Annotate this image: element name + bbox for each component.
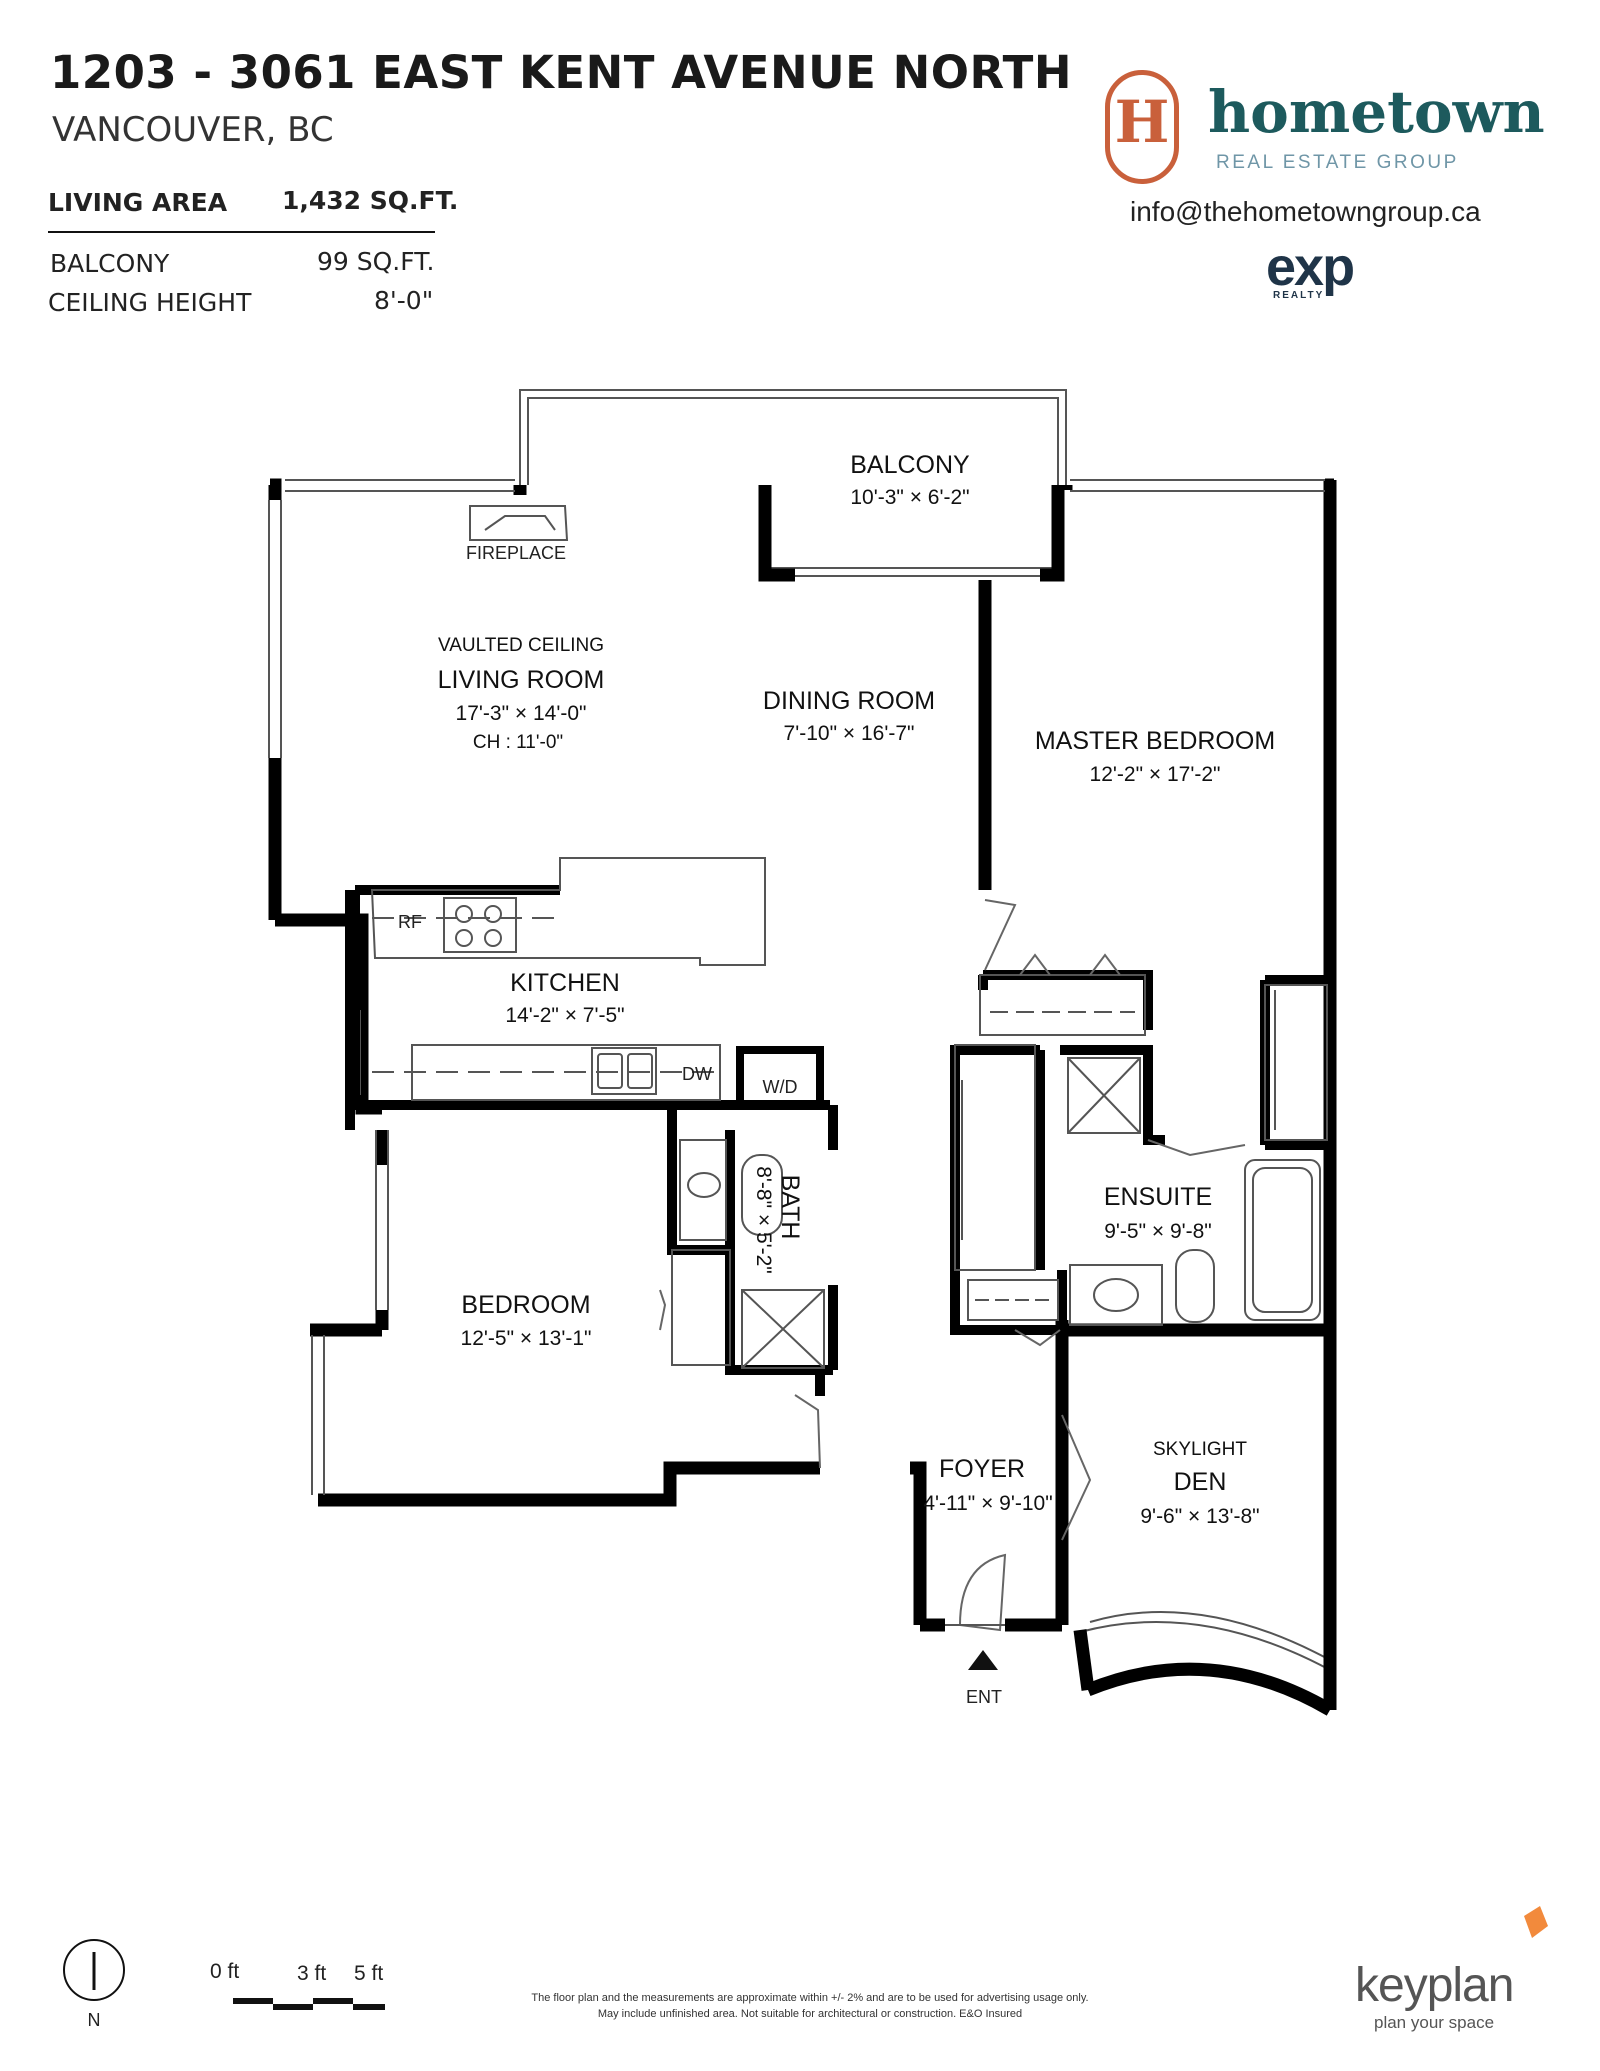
hometown-logo-frame: [1105, 70, 1179, 184]
bath-fixtures: [679, 1139, 825, 1369]
ceiling-height-label: CEILING HEIGHT: [48, 288, 252, 317]
dishwasher-label: DW: [682, 1064, 712, 1084]
foyer-label: FOYER: [939, 1455, 1025, 1483]
bedroom-label: BEDROOM: [461, 1291, 590, 1319]
compass-north-label: N: [88, 2010, 101, 2030]
kitchen-dims: 14'-2" × 7'-5": [505, 1004, 624, 1027]
washer-dryer-label: W/D: [763, 1077, 798, 1097]
compass-icon: [63, 1939, 125, 2001]
master-bedroom-dims: 12'-2" × 17'-2": [1090, 763, 1221, 786]
keyplan-fox-icon: [1524, 1906, 1548, 1938]
fireplace-symbol: [469, 505, 569, 541]
bath-label: BATH: [776, 1175, 804, 1240]
balcony-label: BALCONY: [850, 451, 970, 479]
hometown-logo-letter: H: [1114, 88, 1170, 156]
ensuite-dims: 9'-5" × 9'-8": [1104, 1220, 1212, 1243]
balcony-outline: [519, 389, 1067, 577]
ensuite-fixtures: [1067, 1057, 1321, 1326]
balcony-dims: 10'-3" × 6'-2": [850, 486, 969, 509]
kitchen-counters: [370, 857, 766, 1101]
living-room-dims: 17'-3" × 14'-0": [456, 702, 587, 725]
exp-logo-subtitle: REALTY: [1273, 290, 1325, 301]
entry-label: ENT: [966, 1687, 1002, 1707]
keyplan-logo: keyplan: [1355, 1959, 1514, 2012]
den-label: DEN: [1174, 1468, 1227, 1496]
disclaimer-line-1: The floor plan and the measurements are …: [531, 1992, 1089, 2004]
foyer-dims: 4'-11" × 9'-10": [923, 1492, 1052, 1515]
scale-label-5: 5 ft: [354, 1962, 384, 1985]
exterior-windows: [268, 479, 1325, 1495]
closets: [671, 974, 1328, 1366]
living-area-label: LIVING AREA: [48, 188, 228, 217]
exp-logo: exp: [1266, 237, 1355, 297]
den-note: SKYLIGHT: [1153, 1439, 1247, 1460]
master-bedroom-label: MASTER BEDROOM: [1035, 727, 1275, 755]
contact-email: info@thehometowngroup.ca: [1130, 196, 1481, 227]
ceiling-height-value: 8'-0": [374, 286, 434, 315]
stats-divider: [48, 231, 435, 233]
living-room-label: LIVING ROOM: [438, 666, 605, 694]
den-curved-wall: [1073, 1330, 1337, 1716]
disclaimer-line-2: May include unfinished area. Not suitabl…: [597, 2008, 1023, 2020]
ensuite-label: ENSUITE: [1104, 1183, 1212, 1211]
hometown-brand-name: hometown: [1208, 78, 1545, 146]
bedroom-dims: 12'-5" × 13'-1": [461, 1327, 592, 1350]
washer-dryer: [736, 1046, 824, 1109]
scale-label-0: 0 ft: [210, 1960, 240, 1983]
balcony-area-label: BALCONY: [50, 249, 170, 278]
kitchen-label: KITCHEN: [510, 969, 620, 997]
property-address: 1203 - 3061 EAST KENT AVENUE NORTH: [50, 46, 1072, 99]
scale-bar: [233, 1998, 385, 2010]
entry-arrow-icon: [968, 1650, 998, 1670]
door-swings: [659, 899, 1246, 1632]
dining-room-label: DINING ROOM: [763, 687, 935, 715]
hometown-brand-subtitle: REAL ESTATE GROUP: [1216, 152, 1459, 173]
fireplace-label: FIREPLACE: [466, 543, 566, 563]
living-room-note: VAULTED CEILING: [438, 635, 604, 656]
kitchen-sink: [591, 1047, 657, 1095]
balcony-area-value: 99 SQ.FT.: [317, 247, 435, 276]
scale-label-3: 3 ft: [297, 1962, 327, 1985]
refrigerator-label: RF: [398, 912, 422, 932]
dining-room-dims: 7'-10" × 16'-7": [784, 722, 915, 745]
living-area-value: 1,432 SQ.FT.: [282, 186, 459, 215]
cooktop: [443, 897, 517, 953]
den-dims: 9'-6" × 13'-8": [1140, 1505, 1259, 1528]
property-city: VANCOUVER, BC: [52, 110, 334, 150]
bath-dims: 8'-8" × 5'-2": [752, 1166, 775, 1274]
living-room-ceiling: CH : 11'-0": [473, 732, 563, 753]
keyplan-tagline: plan your space: [1374, 2013, 1495, 2032]
